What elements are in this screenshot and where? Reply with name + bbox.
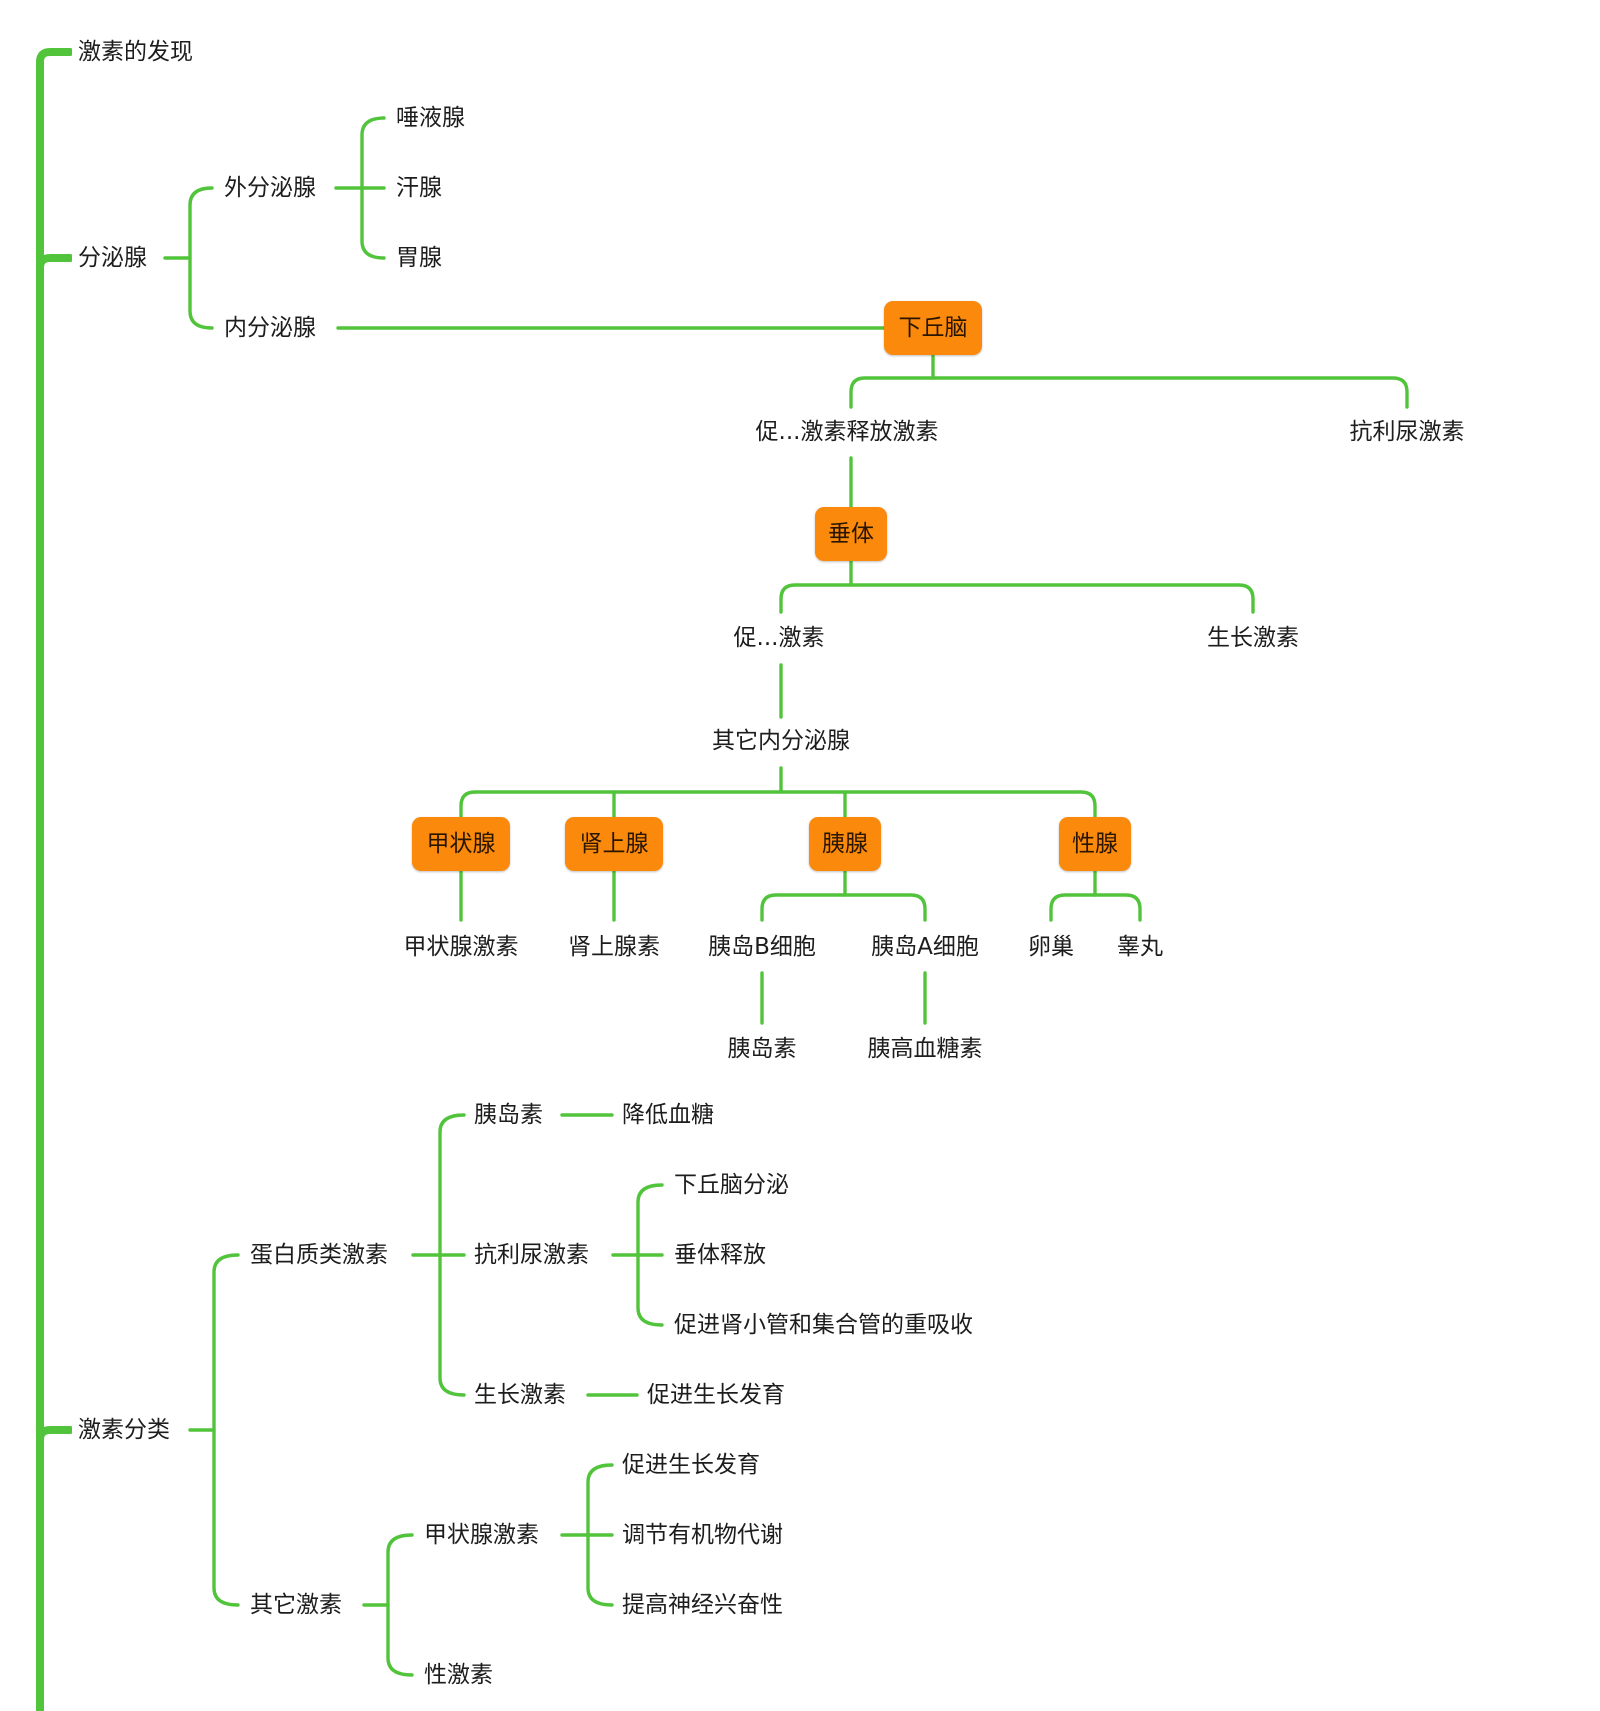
node-gh[interactable]: 生长激素 <box>468 1379 572 1411</box>
node-glucagon[interactable]: 胰高血糖素 <box>861 1033 989 1065</box>
trunk-line <box>36 48 74 1711</box>
node-adrenaline[interactable]: 肾上腺素 <box>562 931 666 963</box>
node-alpha-cell[interactable]: 胰岛A细胞 <box>865 931 985 963</box>
node-protein-hormones[interactable]: 蛋白质类激素 <box>244 1239 394 1271</box>
edge-other-bar <box>459 790 1097 820</box>
node-sweat[interactable]: 汗腺 <box>390 172 448 204</box>
node-pit-release[interactable]: 垂体释放 <box>668 1239 772 1271</box>
node-adh-top[interactable]: 抗利尿激素 <box>1343 416 1471 448</box>
node-metabolism[interactable]: 调节有机物代谢 <box>616 1519 789 1551</box>
edge-other-bracket <box>386 1533 414 1677</box>
node-pituitary[interactable]: 垂体 <box>815 507 887 561</box>
trunk-branch-glands <box>36 254 74 272</box>
node-gh-top[interactable]: 生长激素 <box>1201 622 1305 654</box>
node-adh[interactable]: 抗利尿激素 <box>468 1239 595 1271</box>
node-tropic-hormone[interactable]: 促...激素 <box>727 622 831 654</box>
node-salivary[interactable]: 唾液腺 <box>390 102 471 134</box>
node-ovary[interactable]: 卵巢 <box>1022 931 1080 963</box>
node-exocrine[interactable]: 外分泌腺 <box>218 172 322 204</box>
node-thyroxine[interactable]: 甲状腺激素 <box>397 931 525 963</box>
trunk-branch-classification <box>36 1426 74 1444</box>
node-gastric[interactable]: 胃腺 <box>390 242 448 274</box>
node-reabsorb[interactable]: 促进肾小管和集合管的重吸收 <box>668 1309 979 1341</box>
node-releasing-hormone[interactable]: 促...激素释放激素 <box>749 416 945 448</box>
node-adrenal[interactable]: 肾上腺 <box>565 817 663 871</box>
node-promote-growth-2[interactable]: 促进生长发育 <box>616 1449 766 1481</box>
edge-gonad-bar <box>1049 893 1142 922</box>
node-lower-glucose[interactable]: 降低血糖 <box>616 1099 720 1131</box>
node-classification[interactable]: 激素分类 <box>72 1414 176 1446</box>
node-excitability[interactable]: 提高神经兴奋性 <box>616 1589 789 1621</box>
edge-class-bracket <box>212 1253 240 1607</box>
edge-hyp-bar <box>849 376 1409 409</box>
node-testis[interactable]: 睾丸 <box>1111 931 1169 963</box>
node-discovery[interactable]: 激素的发现 <box>72 36 199 68</box>
edge-pit-bar <box>779 583 1255 614</box>
node-other-endocrine[interactable]: 其它内分泌腺 <box>706 725 856 757</box>
node-thyroid[interactable]: 甲状腺 <box>412 817 510 871</box>
node-gonad[interactable]: 性腺 <box>1059 817 1131 871</box>
edge-glands-bracket <box>188 186 214 330</box>
edge-pancreas-bar <box>760 893 927 922</box>
node-beta-cell[interactable]: 胰岛B细胞 <box>702 931 822 963</box>
node-promote-growth-1[interactable]: 促进生长发育 <box>641 1379 791 1411</box>
node-hyp-secrete[interactable]: 下丘脑分泌 <box>668 1169 795 1201</box>
node-insulin[interactable]: 胰岛素 <box>468 1099 549 1131</box>
node-sex-hormone[interactable]: 性激素 <box>418 1659 499 1691</box>
node-glands[interactable]: 分泌腺 <box>72 242 153 274</box>
node-insulin-top[interactable]: 胰岛素 <box>721 1033 803 1065</box>
node-pancreas[interactable]: 胰腺 <box>809 817 881 871</box>
node-thyroid-hormone[interactable]: 甲状腺激素 <box>418 1519 545 1551</box>
node-hypothalamus[interactable]: 下丘脑 <box>884 301 982 355</box>
node-endocrine[interactable]: 内分泌腺 <box>218 312 322 344</box>
node-other-hormones[interactable]: 其它激素 <box>244 1589 348 1621</box>
